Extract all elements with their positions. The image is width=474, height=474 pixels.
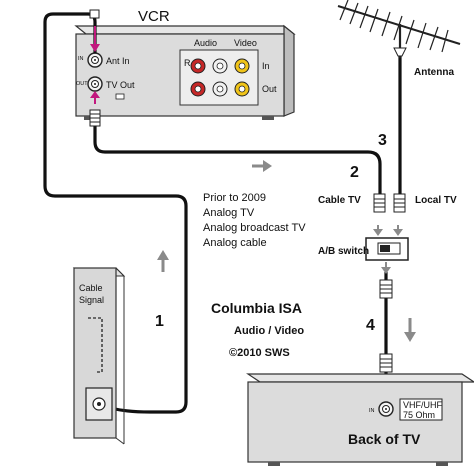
step-4-label: 4 xyxy=(366,317,375,334)
credits-copyright: ©2010 SWS xyxy=(229,347,290,359)
wall-label-line1: Cable xyxy=(79,283,103,293)
vcr-unit: VCR IN OUT Ant In TV Out Audio Video R xyxy=(74,8,296,120)
av-out-label: Out xyxy=(262,84,277,94)
note-1: Prior to 2009 xyxy=(203,192,266,204)
audio-out-right-jack[interactable] xyxy=(190,81,206,97)
tv-label: Back of TV xyxy=(348,431,421,447)
audio-label: Audio xyxy=(194,38,217,48)
local-tv-label: Local TV xyxy=(415,195,457,206)
ab-switch[interactable] xyxy=(365,237,409,261)
cable-connectors xyxy=(89,9,406,373)
cable-2 xyxy=(93,124,382,196)
credits-title: Columbia ISA xyxy=(211,300,302,316)
note-4: Analog cable xyxy=(203,237,267,249)
ohm-label: 75 Ohm xyxy=(403,410,435,420)
antenna-icon xyxy=(337,0,461,58)
step-3-label: 3 xyxy=(378,132,387,149)
video-label: Video xyxy=(234,38,257,48)
channel-switch[interactable] xyxy=(115,93,125,100)
audio-in-left-jack[interactable] xyxy=(212,58,228,74)
tv-antenna-jack[interactable] xyxy=(378,401,394,417)
flow-arrows xyxy=(157,160,416,342)
ant-in-jack[interactable] xyxy=(87,52,103,68)
vhf-uhf-label: VHF/UHF xyxy=(403,400,442,410)
tv-out-jack[interactable] xyxy=(87,76,103,92)
cable-1 xyxy=(43,12,188,414)
tv-out-label: TV Out xyxy=(106,80,135,90)
vcr-title: VCR xyxy=(138,8,170,25)
vcr-out-tag: OUT xyxy=(76,81,88,87)
tv-unit: IN VHF/UHF 75 Ohm Back of TV xyxy=(246,373,474,466)
note-2: Analog TV xyxy=(203,207,255,219)
notes-block: Prior to 2009 Analog TV Analog broadcast… xyxy=(203,192,306,249)
antenna-label: Antenna xyxy=(414,67,454,78)
ab-switch-label: A/B switch xyxy=(318,246,369,257)
video-out-jack[interactable] xyxy=(234,81,250,97)
note-3: Analog broadcast TV xyxy=(203,222,306,234)
cable-tv-label: Cable TV xyxy=(318,195,361,206)
audio-in-right-jack[interactable] xyxy=(190,58,206,74)
wall-label-line2: Signal xyxy=(79,295,104,305)
audio-out-left-jack[interactable] xyxy=(212,81,228,97)
wall-plate xyxy=(72,267,126,445)
tv-in-tag: IN xyxy=(369,408,375,414)
video-in-jack[interactable] xyxy=(234,58,250,74)
right-channel-mark: R xyxy=(184,58,191,68)
ant-in-label: Ant In xyxy=(106,56,130,66)
step-2-label: 2 xyxy=(350,164,359,181)
credits-subtitle: Audio / Video xyxy=(234,325,304,337)
av-in-label: In xyxy=(262,61,270,71)
vcr-in-tag: IN xyxy=(78,56,84,62)
step-1-label: 1 xyxy=(155,313,164,330)
